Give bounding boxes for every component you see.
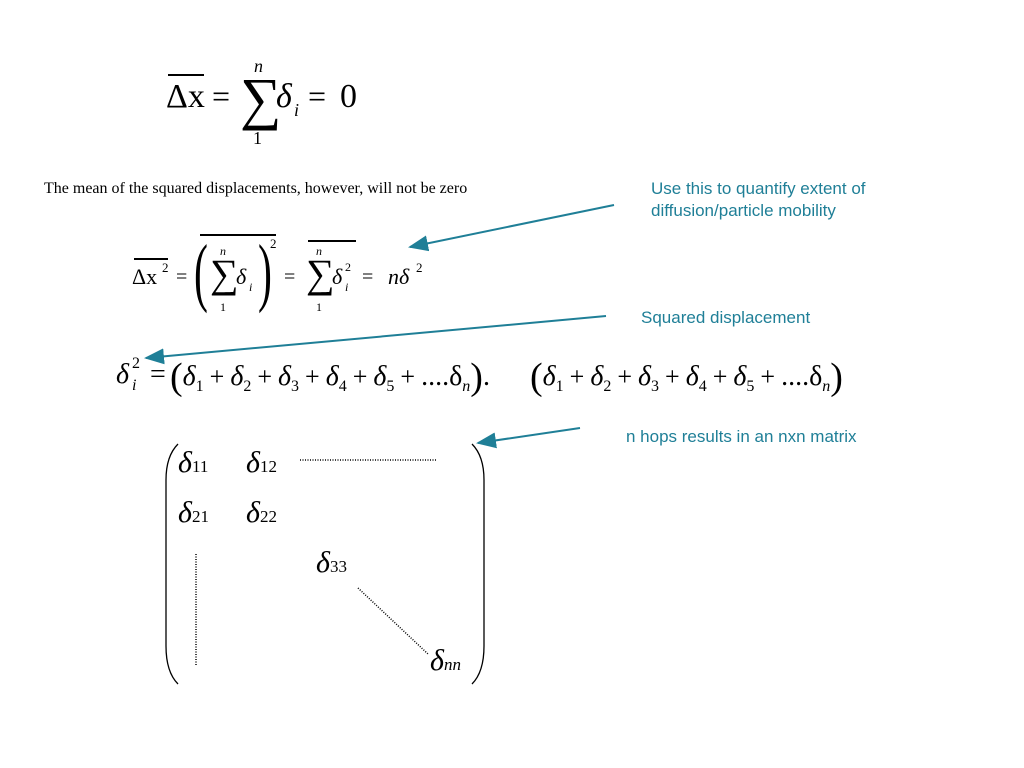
rhs-superscript: 2 <box>416 260 423 275</box>
annotation-mobility: Use this to quantify extent of diffusion… <box>651 178 866 222</box>
plus-sign: + <box>257 362 273 391</box>
sum-upper-limit: n <box>254 56 263 76</box>
delta-term: δ5 <box>373 361 395 395</box>
delta-subscript: i <box>294 100 300 120</box>
left-bracket <box>165 443 179 685</box>
equals-sign: = <box>176 266 188 288</box>
delta-term: δ1 <box>182 361 204 395</box>
delta-term: δ1 <box>542 361 564 395</box>
plus-sign: + <box>617 362 633 391</box>
overline <box>308 240 356 242</box>
dotted-diagonal-line <box>357 587 429 655</box>
summation-sign: ∑ <box>240 66 282 131</box>
plus-sign: + <box>352 362 368 391</box>
annotation-matrix: n hops results in an nxn matrix <box>626 427 857 446</box>
equals-sign: = <box>308 78 327 114</box>
first-factor: (δ1+δ2+δ3+δ4+δ5+....δn). <box>170 355 530 405</box>
entry-21: δ21 <box>178 496 209 529</box>
equals-sign: = <box>150 359 166 390</box>
overline <box>168 74 204 76</box>
equation-mean-squared-displacement: Δx 2 = ( n ∑ 1 δ i ) 2 = n ∑ 1 δ 2 i = n… <box>128 230 438 320</box>
left-paren: ( <box>530 356 543 398</box>
sum-upper-limit: n <box>316 244 322 258</box>
equation-squared-displacement-expansion: δ 2 i = (δ1+δ2+δ3+δ4+δ5+....δn). (δ1+δ2+… <box>112 355 892 405</box>
sum-lower-limit: 1 <box>253 128 262 148</box>
outer-superscript: 2 <box>270 236 277 251</box>
summation-sign: ∑ <box>210 251 239 296</box>
delta-symbol: δ <box>276 78 292 115</box>
annotation-squared-displacement: Squared displacement <box>641 308 811 327</box>
entry-11: δ11 <box>178 446 209 479</box>
product-dot: . <box>482 361 490 392</box>
arrow-to-matrix <box>476 427 581 449</box>
right-paren: ) <box>470 356 483 398</box>
annotation-line: Use this to quantify extent of <box>651 179 866 198</box>
ellipsis-term: ....δn <box>781 361 831 395</box>
left-paren: ( <box>194 230 208 314</box>
right-paren: ) <box>258 230 272 314</box>
delta-symbol: δ <box>116 359 130 390</box>
plus-sign: + <box>305 362 320 391</box>
entry-12: δ12 <box>246 446 277 479</box>
nxn-matrix: δ11 δ12 δ21 δ22 δ33 δnn <box>160 440 490 688</box>
plus-sign: + <box>209 362 225 391</box>
delta-term: δ3 <box>638 361 660 395</box>
entry-33: δ33 <box>316 546 347 579</box>
sum-lower-limit: 1 <box>316 300 322 314</box>
lhs-superscript: 2 <box>162 260 169 275</box>
rhs-zero: 0 <box>340 78 357 115</box>
plus-sign: + <box>665 362 680 391</box>
overline <box>134 258 168 260</box>
summation-sign: ∑ <box>306 251 335 296</box>
delta-term: δ2 <box>230 361 252 395</box>
delta-superscript: 2 <box>345 260 351 274</box>
delta-subscript: i <box>345 280 349 294</box>
delta-term: δ5 <box>733 361 755 395</box>
plus-sign: + <box>760 362 776 391</box>
lhs-delta-x: Δx <box>166 78 205 115</box>
plus-sign: + <box>569 362 585 391</box>
arrow-to-squared-displacement <box>144 315 607 365</box>
equals-sign: = <box>212 78 231 114</box>
delta-term: δ4 <box>325 361 347 395</box>
lhs-delta-x: Δx <box>132 264 158 289</box>
right-paren: ) <box>830 356 843 398</box>
matrix-brackets <box>165 443 485 685</box>
annotation-line: diffusion/particle mobility <box>651 201 836 220</box>
overline <box>200 234 276 236</box>
sum-lower-limit: 1 <box>220 300 226 314</box>
rhs-n-delta: nδ <box>388 264 410 289</box>
ellipsis-term: ....δn <box>421 361 471 395</box>
delta-term: δ2 <box>590 361 612 395</box>
equals-sign: = <box>362 266 374 288</box>
equals-sign: = <box>284 266 296 288</box>
delta-term: δ3 <box>278 361 300 395</box>
right-bracket <box>471 443 485 685</box>
equation-mean-displacement: Δx = n ∑ 1 δ i = 0 <box>160 56 380 151</box>
left-paren: ( <box>170 356 183 398</box>
plus-sign: + <box>712 362 728 391</box>
entry-nn: δnn <box>430 644 461 677</box>
statement-text: The mean of the squared displacements, h… <box>44 180 468 197</box>
entry-22: δ22 <box>246 496 277 529</box>
delta-subscript: i <box>132 377 137 394</box>
delta-term: δ4 <box>685 361 707 395</box>
delta-symbol: δ <box>236 264 247 289</box>
delta-subscript: i <box>249 280 253 294</box>
arrow-to-mean-squared <box>408 204 615 252</box>
sum-upper-limit: n <box>220 244 226 258</box>
plus-sign: + <box>400 362 416 391</box>
second-factor: (δ1+δ2+δ3+δ4+δ5+....δn) <box>530 355 890 405</box>
delta-superscript: 2 <box>132 355 140 372</box>
delta-symbol: δ <box>332 264 343 289</box>
